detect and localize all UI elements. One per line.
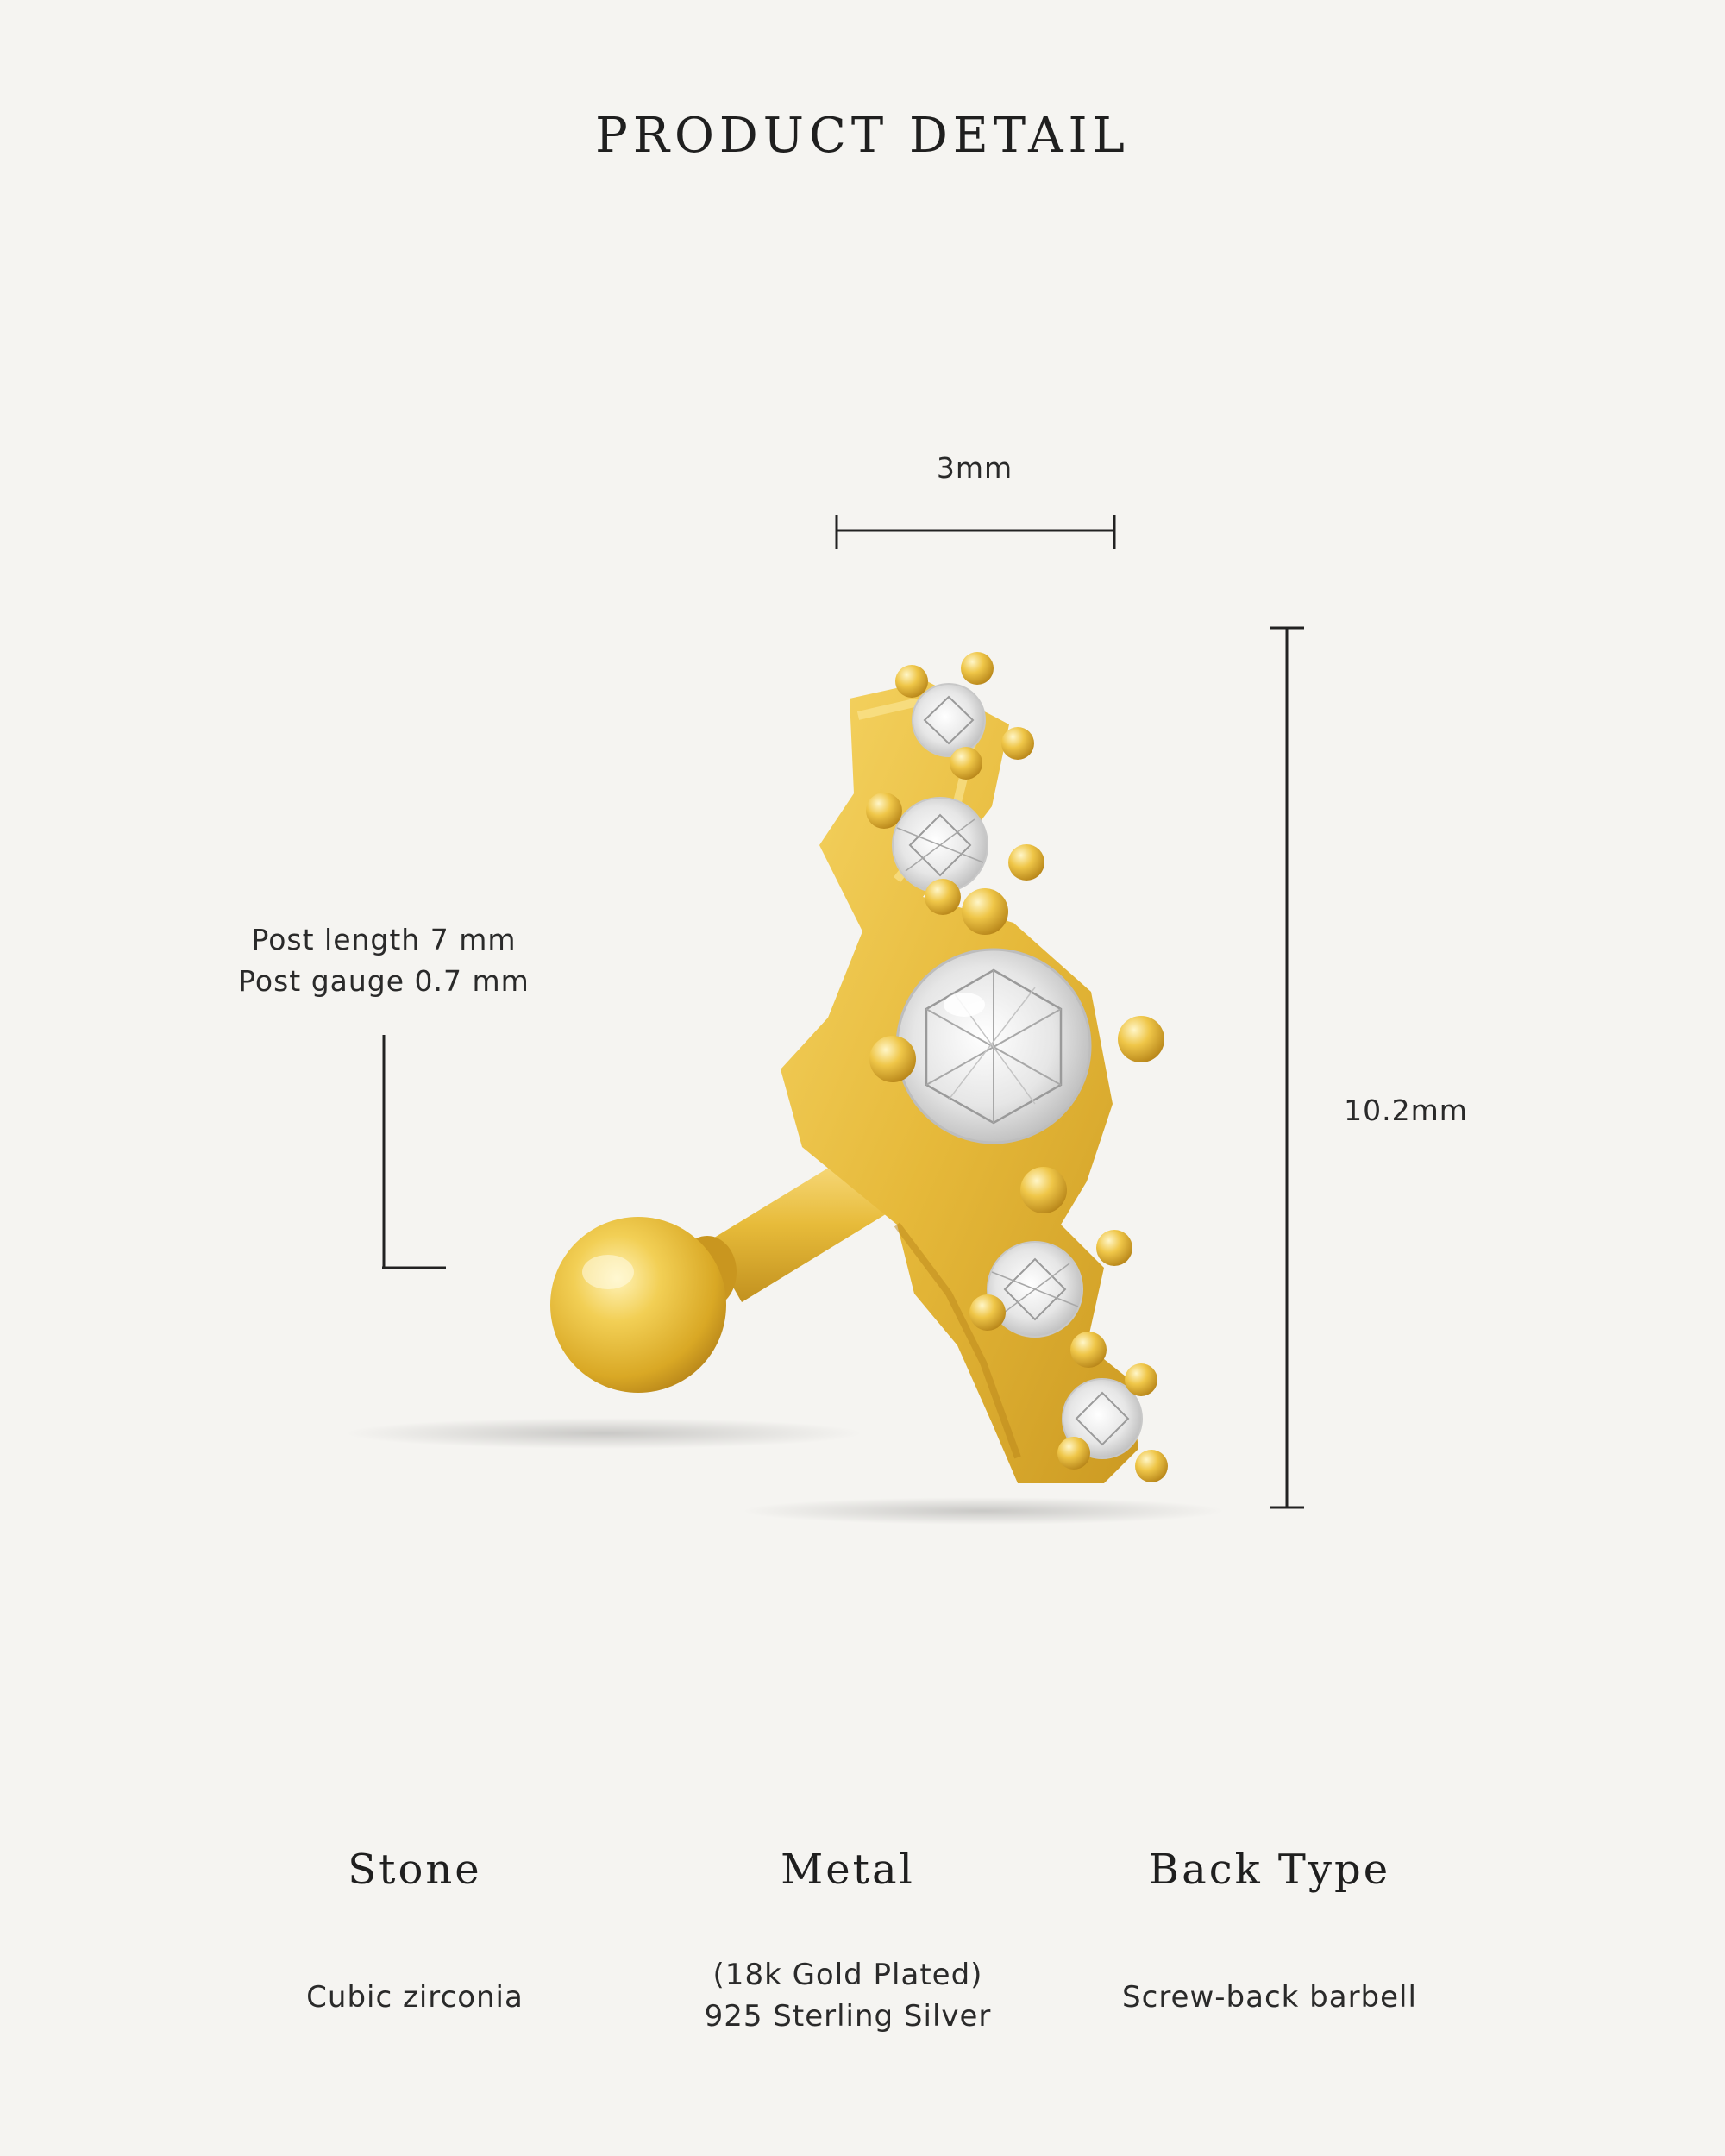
spec-value-metal-line-1: (18k Gold Plated): [712, 1958, 983, 1992]
spec-value-back-type-line: Screw-back barbell: [1122, 1980, 1417, 2015]
screw-back-ball: [550, 1217, 726, 1393]
spec-value-metal: (18k Gold Plated) 925 Sterling Silver: [624, 1954, 1072, 2037]
post-length-text: Post length 7 mm: [251, 923, 517, 956]
spec-heading-back-type: Back Type: [1148, 1846, 1391, 1894]
small-stone-1: [895, 652, 1034, 780]
width-dimension-label: 3mm: [936, 451, 1013, 485]
post-leader-line: [382, 1035, 446, 1269]
small-stone-3: [969, 1230, 1132, 1368]
height-dimension-line: [1270, 626, 1304, 1509]
spec-value-stone: Cubic zirconia: [191, 1977, 639, 2018]
spec-value-back-type: Screw-back barbell: [1045, 1977, 1494, 2018]
post-gauge-text: Post gauge 0.7 mm: [238, 964, 530, 998]
page-title: PRODUCT DETAIL: [595, 108, 1130, 164]
small-stone-2: [866, 793, 1044, 915]
spec-heading-stone: Stone: [348, 1846, 482, 1894]
height-dimension-label: 10.2mm: [1344, 1094, 1468, 1127]
width-dimension-line: [835, 515, 1116, 549]
post-info: Post length 7 mm Post gauge 0.7 mm: [198, 919, 569, 1002]
center-stone: [869, 888, 1164, 1213]
spec-value-stone-line: Cubic zirconia: [306, 1980, 524, 2015]
spec-heading-metal: Metal: [781, 1846, 915, 1894]
small-stone-4: [1057, 1363, 1168, 1482]
spec-value-metal-line-2: 925 Sterling Silver: [704, 1999, 992, 2034]
